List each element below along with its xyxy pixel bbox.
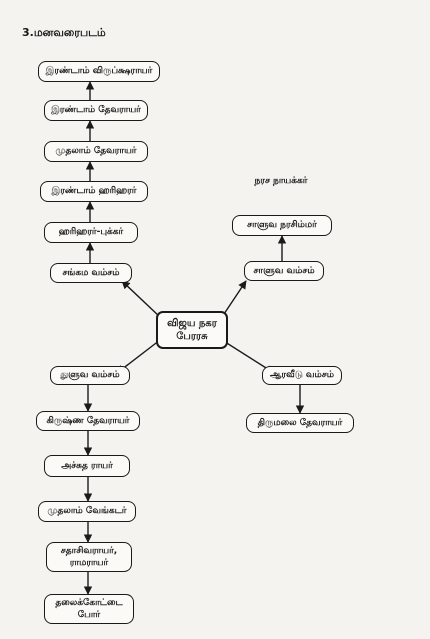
node-achyuta-raya: அச்சுத ராயர்	[44, 455, 130, 477]
node-deva-raya-1: முதலாம் தேவராயர்	[44, 141, 148, 162]
node-sadasiva-rama-raya: சதாசிவராயர், ராமராயர்	[46, 542, 132, 572]
node-battle-of-talikota: தலைக்கோட்டை போர்	[44, 594, 134, 624]
node-harihara-bukka: ஹரிஹரர்-புக்கர்	[44, 222, 138, 243]
node-venkata-1: முதலாம் வேங்கடர்	[38, 501, 136, 522]
node-krishna-deva-raya: கிருஷ்ண தேவராயர்	[36, 411, 140, 431]
page-heading: 3.மனவரைபடம்	[22, 26, 106, 39]
node-saluva-dynasty: சாளுவ வம்சம்	[244, 261, 324, 281]
node-aravidu-dynasty: ஆரவீடு வம்சம்	[262, 366, 342, 385]
node-saluva-narasimha: சாளுவ நரசிம்மர்	[232, 215, 332, 236]
node-virupaksha-raya-2: இரண்டாம் விருப்க்ஷராயர்	[38, 61, 160, 82]
center-node-vijayanagara-empire: விஜய நகர பேரரசு	[156, 311, 228, 349]
node-harihara-2: இரண்டாம் ஹரிஹரர்	[40, 181, 148, 202]
arrow-center-sangama	[121, 280, 161, 318]
node-deva-raya-2: இரண்டாம் தேவராயர்	[44, 100, 148, 121]
arrow-center-saluva	[221, 280, 247, 318]
node-tirumala-deva-raya: திருமலை தேவராயர்	[246, 413, 354, 433]
node-tuluva-dynasty: துளுவ வம்சம்	[50, 366, 130, 385]
node-narasa-nayaka: நரச நாயக்கர்	[254, 175, 308, 186]
node-sangama-dynasty: சங்கம வம்சம்	[50, 263, 132, 283]
